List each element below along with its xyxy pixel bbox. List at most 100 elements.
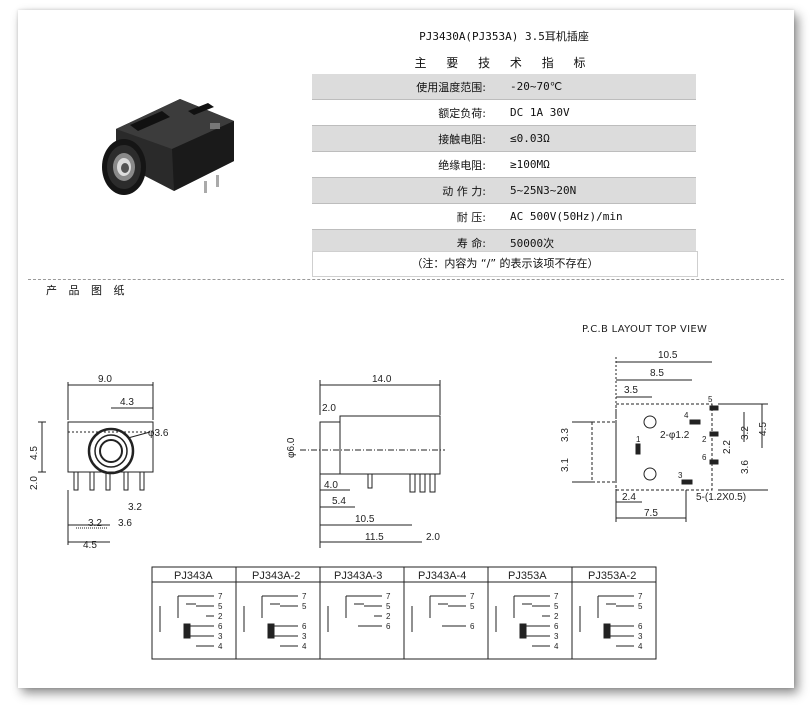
variant-name: PJ353A: [508, 570, 547, 582]
section-divider: [28, 279, 784, 280]
dim-pcb-hole: 2-φ1.2: [660, 430, 690, 441]
spec-value: -20~70℃: [494, 74, 696, 100]
pin-label: 2: [386, 612, 391, 621]
pin-label: 2: [554, 612, 559, 621]
pcb-layout-title: P.C.B LAYOUT TOP VIEW: [582, 324, 708, 335]
pcb-pin-number: 2: [702, 435, 707, 444]
pin-label: 4: [218, 642, 223, 651]
pin-label: 4: [638, 642, 643, 651]
pin-label: 6: [638, 622, 643, 631]
variant-cell: PJ353A 7 5 2 6 3 4: [495, 570, 559, 651]
variant-cell: PJ343A-2 7 5 6 3 4: [243, 570, 307, 651]
pin-label: 5: [386, 602, 391, 611]
pin-label: 7: [386, 592, 391, 601]
spec-value: DC 1A 30V: [494, 99, 696, 126]
variant-cell: PJ343A-3 7 5 2 6: [327, 570, 391, 632]
dim-pcb-r3: 2.2: [722, 440, 733, 454]
dim-side-d3: 10.5: [355, 514, 375, 525]
dim-front-offset: 4.3: [120, 397, 134, 408]
spec-value: AC 500V(50Hz)/min: [494, 203, 696, 230]
spec-row: 接触电阻:≤0.03Ω: [312, 125, 696, 152]
product-photo: [102, 99, 234, 195]
variant-cell: PJ343A-4 7 5 6: [411, 570, 475, 632]
pin-label: 5: [638, 602, 643, 611]
dim-pcb-w1: 10.5: [658, 350, 678, 361]
product-title: PJ3430A(PJ353A) 3.5耳机插座: [419, 30, 589, 43]
pcb-pin-number: 6: [702, 453, 707, 462]
pin-label: 3: [218, 632, 223, 641]
pin-label: 7: [470, 592, 475, 601]
spec-value: ≥100MΩ: [494, 151, 696, 178]
spec-label: 使用温度范围:: [312, 74, 494, 100]
side-view-drawing: 14.0 2.0 φ6.0 4.0 5.4 10.5 11.5 2.0: [286, 374, 445, 548]
pin-label: 3: [302, 632, 307, 641]
pin-label: 4: [302, 642, 307, 651]
dim-side-length: 14.0: [372, 374, 392, 385]
spec-row: 使用温度范围:-20~70℃: [312, 74, 696, 100]
dim-side-d4: 11.5: [365, 532, 384, 543]
pin-variant-table: PJ343A 7 5 2 6 3 4 PJ343A-2 7 5 6 3 4: [151, 566, 657, 660]
pcb-layout-drawing: 10.5 8.5 3.5 2-φ1.2 5 4 1 2 6 3 4.5 3.2 …: [560, 350, 769, 522]
dim-side-d1: 4.0: [324, 480, 338, 491]
variant-name: PJ353A-2: [588, 570, 636, 582]
pcb-pin-number: 5: [708, 395, 713, 404]
dim-pcb-w2: 8.5: [650, 368, 664, 379]
pin-label: 5: [302, 602, 307, 611]
pin-label: 3: [638, 632, 643, 641]
spec-heading: 主 要 技 术 指 标: [414, 56, 594, 70]
pin-label: 6: [302, 622, 307, 631]
pin-label: 5: [218, 602, 223, 611]
dim-front-pin-len: 2.0: [29, 476, 40, 490]
dim-pcb-w3: 3.5: [624, 385, 638, 396]
dim-side-lip: 2.0: [322, 403, 336, 414]
spec-row: 绝缘电阻:≥100MΩ: [312, 151, 696, 178]
pin-label: 5: [554, 602, 559, 611]
pin-label: 5: [470, 602, 475, 611]
variant-cell: PJ353A-2 7 5 6 3 4: [579, 570, 643, 651]
dim-front-base: 4.5: [83, 540, 97, 551]
variant-name: PJ343A-4: [418, 570, 466, 582]
pcb-pin-number: 1: [636, 435, 641, 444]
pin-label: 4: [554, 642, 559, 651]
dim-front-hole: φ3.6: [148, 428, 169, 439]
spec-label: 绝缘电阻:: [312, 151, 494, 178]
dim-pcb-r2: 3.2: [740, 426, 751, 440]
dim-side-diameter: φ6.0: [286, 437, 297, 458]
spec-row: 耐 压:AC 500V(50Hz)/min: [312, 203, 696, 230]
dim-pcb-b1: 2.4: [622, 492, 636, 503]
pin-label: 3: [554, 632, 559, 641]
dim-front-width: 9.0: [98, 374, 112, 385]
spec-label: 接触电阻:: [312, 125, 494, 152]
variant-name: PJ343A-2: [252, 570, 300, 582]
spec-label: 耐 压:: [312, 203, 494, 230]
dim-pcb-r4: 3.6: [740, 460, 751, 474]
dim-front-height: 4.5: [29, 446, 40, 460]
pin-label: 6: [470, 622, 475, 631]
pcb-pin-number: 3: [678, 471, 683, 480]
spec-note: （注：内容为 “/” 的表示该项不存在）: [312, 251, 698, 277]
dim-front-pin-a: 3.2: [88, 518, 102, 529]
spec-value: ≤0.03Ω: [494, 125, 696, 152]
dim-side-d5: 2.0: [426, 532, 440, 543]
dim-front-pin-c: 3.2: [128, 502, 142, 513]
spec-row: 额定负荷:DC 1A 30V: [312, 99, 696, 126]
dim-pcb-pad: 5-(1.2X0.5): [696, 492, 746, 503]
variant-name: PJ343A-3: [334, 570, 382, 582]
spec-value: 5~25N3~20N: [494, 177, 696, 204]
pin-label: 7: [218, 592, 223, 601]
spec-table: 使用温度范围:-20~70℃ 额定负荷:DC 1A 30V 接触电阻:≤0.03…: [312, 74, 696, 256]
pcb-pin-number: 4: [684, 411, 689, 420]
spec-label: 额定负荷:: [312, 99, 494, 126]
variant-cell: PJ343A 7 5 2 6 3 4: [159, 570, 223, 651]
dim-pcb-r1: 4.5: [758, 422, 769, 436]
pin-label: 6: [554, 622, 559, 631]
pin-label: 2: [218, 612, 223, 621]
dim-pcb-b2: 7.5: [644, 508, 658, 519]
variant-name: PJ343A: [174, 570, 213, 582]
dim-side-d2: 5.4: [332, 496, 346, 507]
section-label: 产 品 图 纸: [46, 284, 129, 297]
pin-label: 7: [554, 592, 559, 601]
spec-row: 动 作 力:5~25N3~20N: [312, 177, 696, 204]
dim-front-pin-b: 3.6: [118, 518, 132, 529]
pin-label: 7: [302, 592, 307, 601]
